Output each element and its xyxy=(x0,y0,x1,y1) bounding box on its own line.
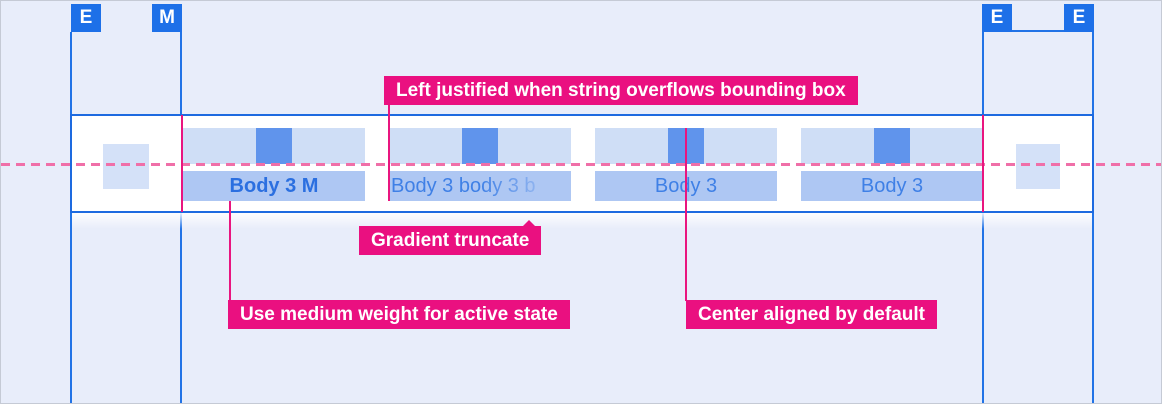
guide-line-right-margin-bottom xyxy=(982,213,984,403)
margin-marker-m-left: M xyxy=(152,4,182,32)
center-aligned-connector-line xyxy=(685,128,687,301)
tab-item-default[interactable]: Body 3 xyxy=(801,171,983,201)
guide-line-right-margin-top xyxy=(982,32,984,114)
left-margin-square xyxy=(103,144,149,189)
content-edge-marker-right xyxy=(982,115,984,212)
guide-line-left-edge xyxy=(70,32,72,403)
callout-gradient-truncate: Gradient truncate xyxy=(359,220,542,255)
margin-marker-e-right-outer: E xyxy=(1064,4,1094,32)
callout-left-justified: Left justified when string overflows bou… xyxy=(384,76,858,105)
callout-center-aligned: Center aligned by default xyxy=(686,300,937,329)
margin-marker-e-right-inner: E xyxy=(982,4,1012,32)
tab-4-target-square xyxy=(874,128,910,164)
tab-item-active[interactable]: Body 3 M xyxy=(183,171,365,201)
callout-text: Use medium weight for active state xyxy=(240,304,558,325)
callout-medium-weight: Use medium weight for active state xyxy=(228,300,570,329)
left-justified-connector-line xyxy=(388,105,390,201)
tab-1-target-square xyxy=(256,128,292,164)
medium-weight-connector-line xyxy=(229,201,231,301)
guide-line-right-edge xyxy=(1092,32,1094,403)
guide-line-left-margin-bottom xyxy=(180,213,182,403)
margin-marker-label: E xyxy=(79,7,93,28)
margin-marker-label: E xyxy=(1072,7,1086,28)
gradient-truncate-fade xyxy=(479,171,571,201)
margin-marker-e-left: E xyxy=(71,4,101,32)
callout-pointer-up-icon xyxy=(522,220,537,227)
callout-text: Center aligned by default xyxy=(698,304,925,325)
callout-text: Left justified when string overflows bou… xyxy=(396,80,846,101)
tab-label: Body 3 xyxy=(860,175,924,197)
baseline-dashed-line xyxy=(1,163,1161,166)
guide-connector-right xyxy=(982,30,1094,32)
callout-text: Gradient truncate xyxy=(371,230,530,251)
tab-2-target-square xyxy=(462,128,498,164)
tab-label: Body 3 M xyxy=(229,175,319,197)
content-edge-marker-left xyxy=(181,115,183,212)
guide-line-left-margin-top xyxy=(180,32,182,114)
margin-marker-label: M xyxy=(159,7,175,28)
margin-marker-label: E xyxy=(990,7,1004,28)
right-margin-square xyxy=(1016,144,1060,189)
tab-bar-shadow xyxy=(72,213,1092,229)
